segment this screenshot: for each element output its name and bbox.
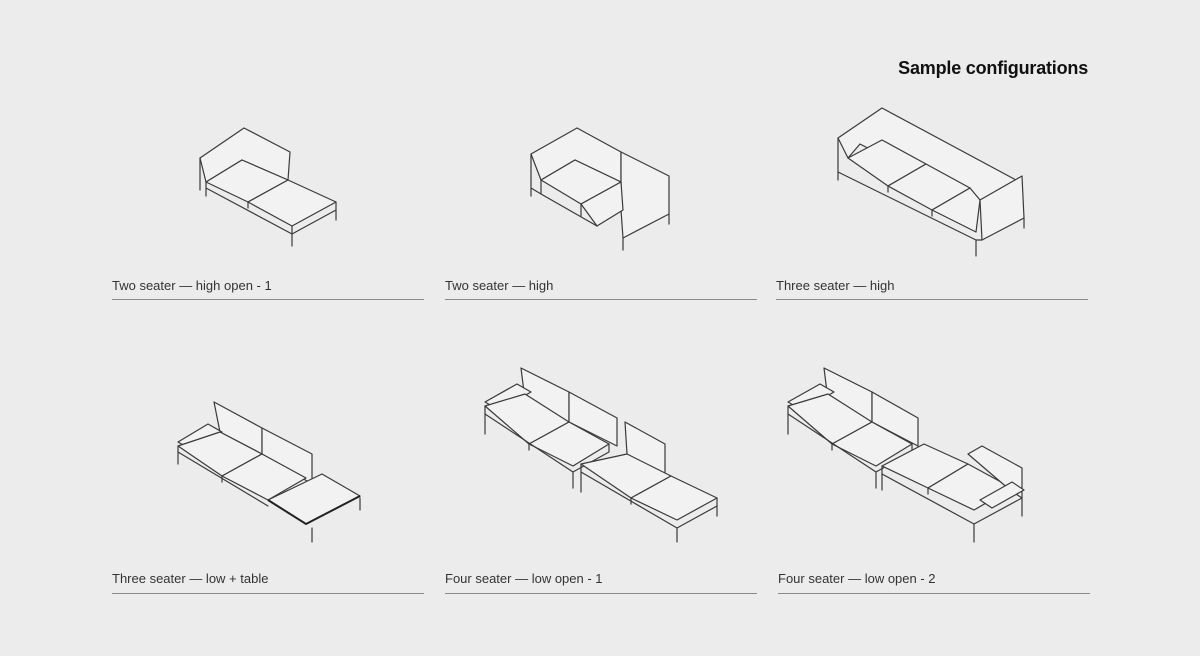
config-caption: Three seater — low + table (112, 571, 269, 586)
config-caption: Two seater — high (445, 278, 554, 293)
sofa-illustration-two-seater-high (530, 127, 670, 251)
config-caption: Two seater — high open - 1 (112, 278, 272, 293)
divider-line (778, 593, 1090, 594)
config-card-four-seater-low-open-1: Four seater — low open - 1 (445, 360, 757, 600)
config-caption: Four seater — low open - 1 (445, 571, 603, 586)
divider-line (776, 299, 1088, 300)
config-card-two-seater-high: Two seater — high (445, 110, 757, 305)
config-caption: Three seater — high (776, 278, 895, 293)
page-title: Sample configurations (898, 58, 1088, 78)
config-card-three-seater-low-table: Three seater — low + table (112, 390, 424, 600)
sofa-illustration-four-seater-low-open-1 (484, 367, 718, 543)
divider-line (445, 299, 757, 300)
config-card-four-seater-low-open-2: Four seater — low open - 2 (778, 360, 1090, 600)
divider-line (445, 593, 757, 594)
sofa-illustration-two-seater-high-open-1 (199, 127, 337, 247)
config-card-two-seater-high-open-1: Two seater — high open - 1 (112, 110, 424, 305)
config-card-three-seater-high: Three seater — high (776, 100, 1088, 305)
config-caption: Four seater — low open - 2 (778, 571, 936, 586)
divider-line (112, 299, 424, 300)
sofa-illustration-four-seater-low-open-2 (787, 367, 1025, 543)
sofa-illustration-three-seater-low-table (177, 401, 361, 543)
divider-line (112, 593, 424, 594)
sofa-illustration-three-seater-high (837, 107, 1025, 257)
